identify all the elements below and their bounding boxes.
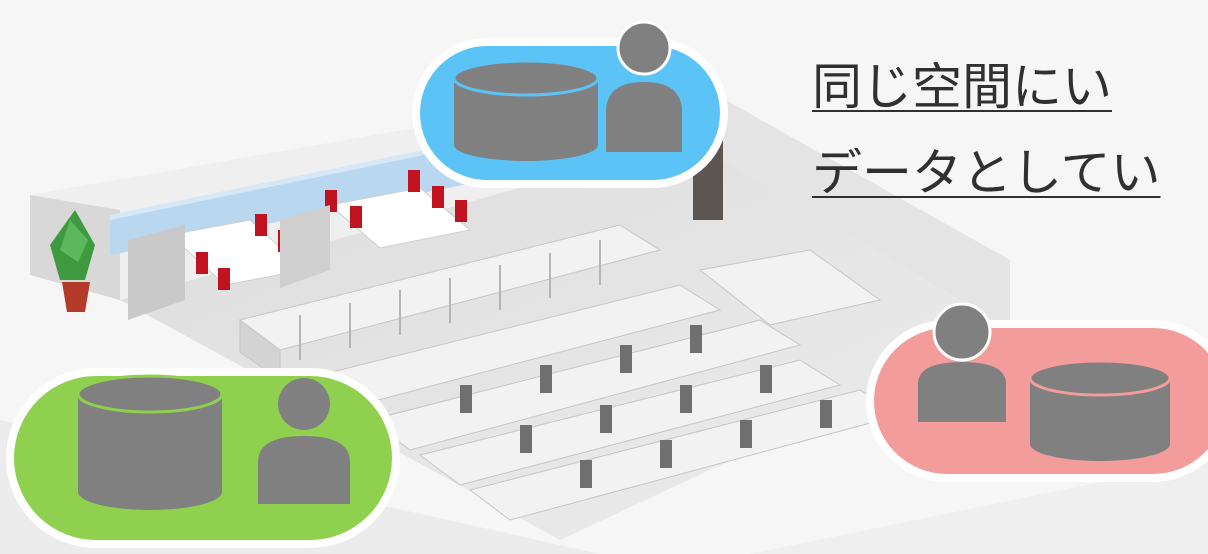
user-group-red [866,302,1208,482]
headline-line-1: 同じ空間にい [812,62,1112,112]
person-icon [258,378,350,504]
headline-line-2: データとしてい [812,148,1161,198]
person-icon [606,20,682,152]
meeting-area [128,170,472,320]
office-chairs [460,325,832,488]
database-icon [76,374,224,510]
desk-partitions [299,240,601,360]
person-icon [918,302,1006,422]
user-group-blue [412,20,728,188]
database-icon [1028,359,1172,461]
plant-icon [50,210,95,312]
database-icon [452,59,600,161]
user-group-green [6,368,400,548]
